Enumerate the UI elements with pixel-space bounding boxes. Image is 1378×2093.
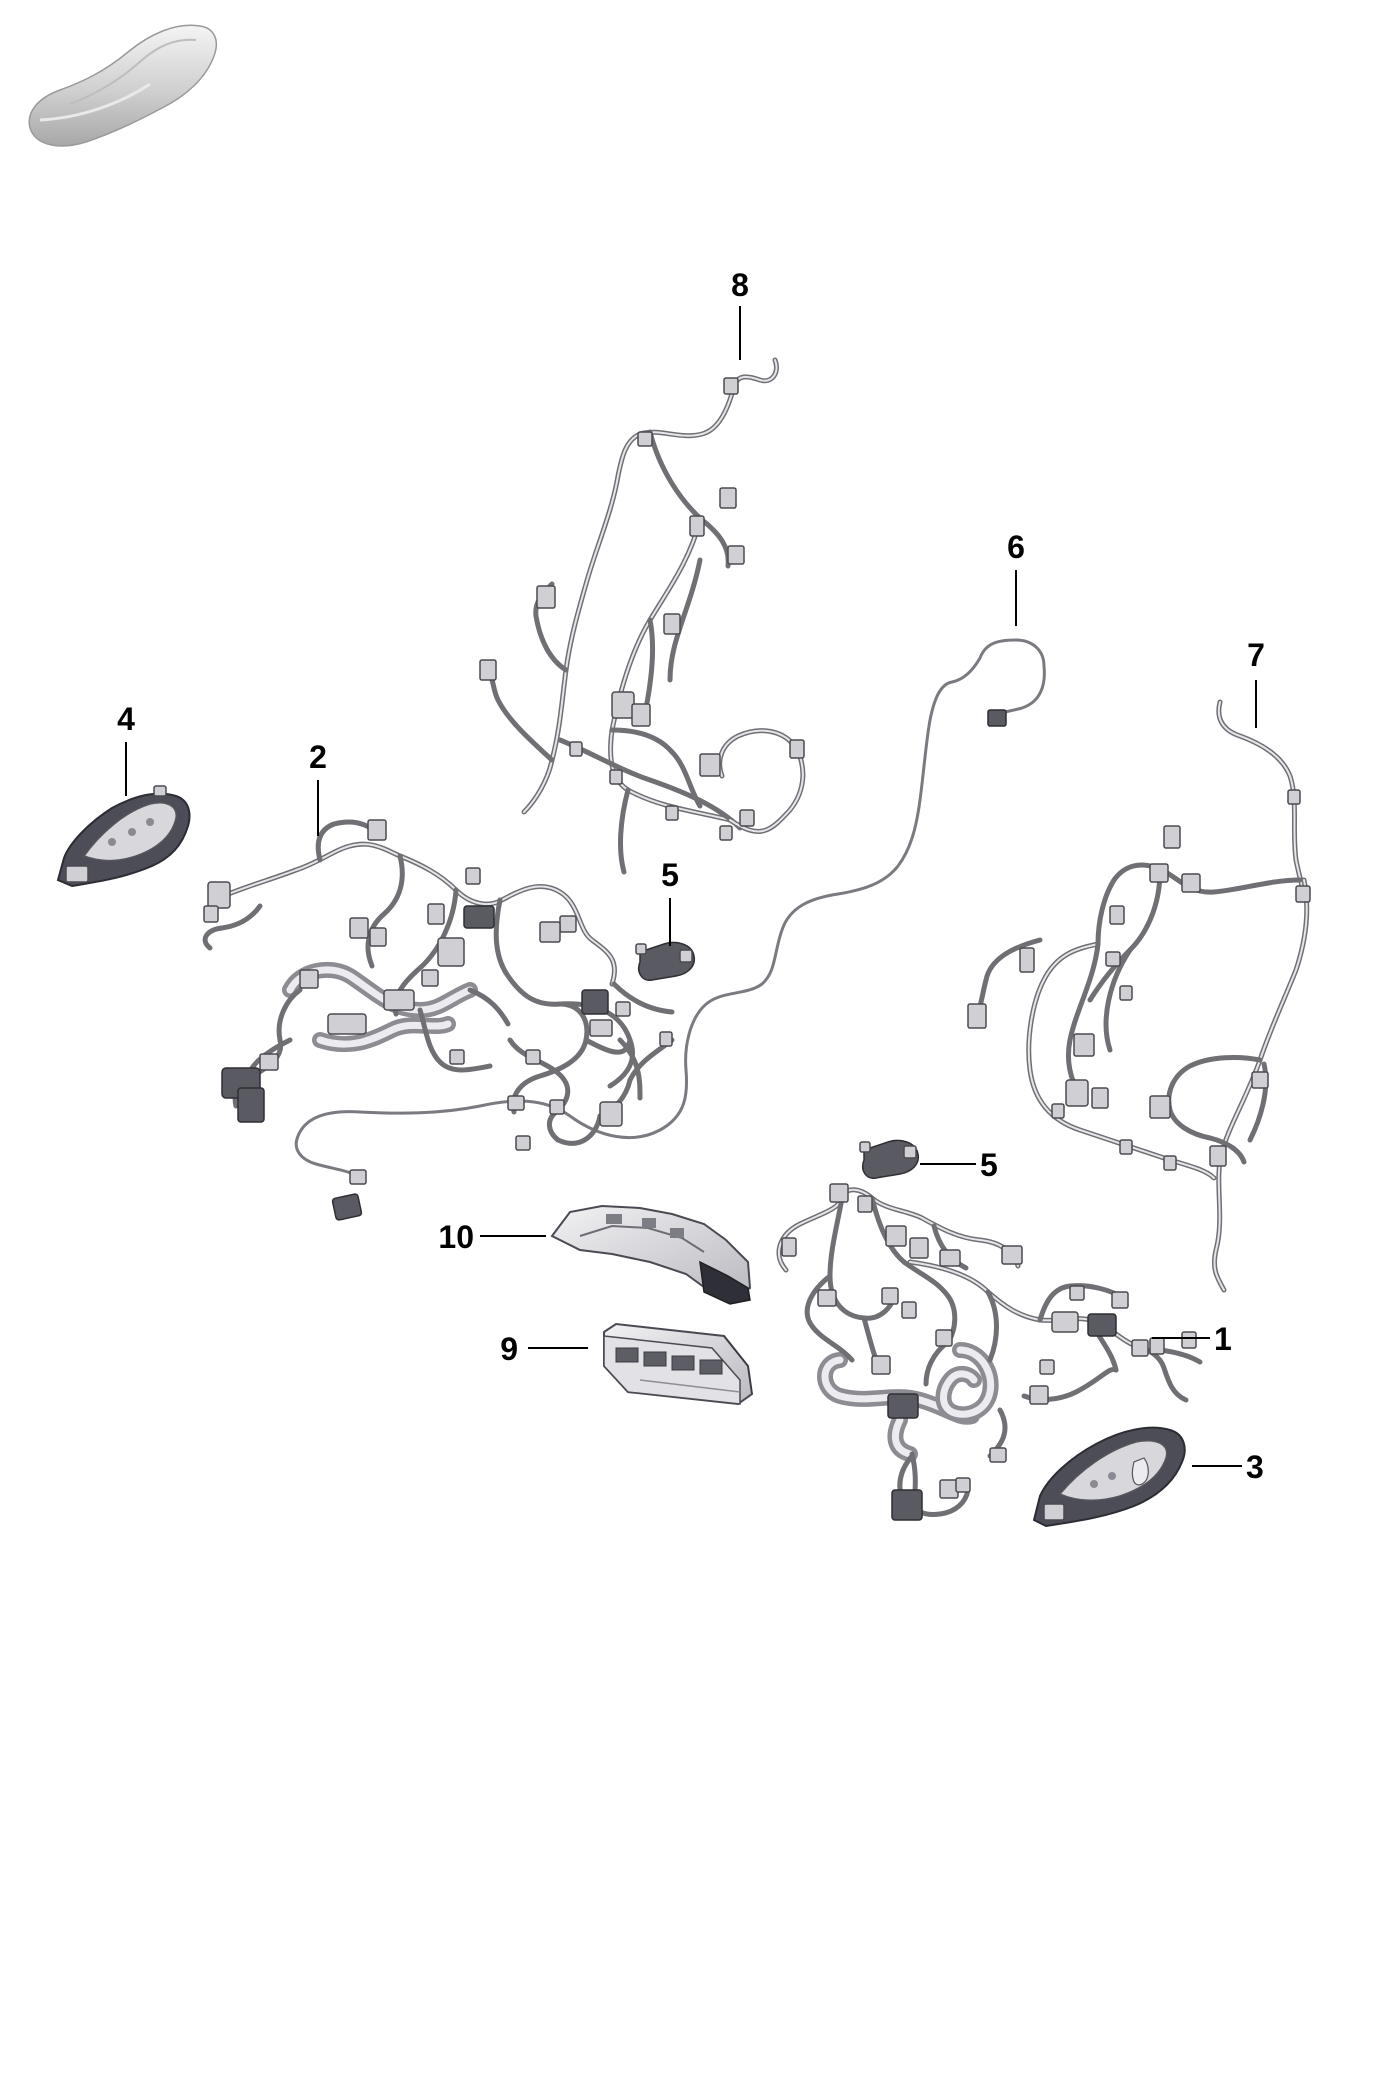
part-4-seat-switch-panel bbox=[56, 785, 191, 888]
callout-5-right: 5 bbox=[980, 1147, 998, 1183]
part-9-control-unit bbox=[603, 1322, 754, 1406]
callout-labels: 1 2 3 4 5 5 6 7 8 9 10 bbox=[117, 267, 1265, 1485]
leader-lines bbox=[125, 306, 1257, 1467]
callout-7: 7 bbox=[1247, 637, 1265, 673]
callout-1: 1 bbox=[1214, 1321, 1232, 1357]
callout-4: 4 bbox=[117, 701, 135, 737]
part-5-sensor-module-left bbox=[635, 941, 696, 981]
callout-10: 10 bbox=[438, 1219, 474, 1255]
part-5-sensor-module-right bbox=[859, 1139, 920, 1179]
callout-3: 3 bbox=[1246, 1449, 1264, 1485]
part-10-bracket bbox=[550, 1204, 752, 1305]
part-2-seat-harness bbox=[202, 819, 675, 1151]
callout-5-left: 5 bbox=[661, 857, 679, 893]
vehicle-thumbnail-icon bbox=[28, 24, 218, 147]
callout-9: 9 bbox=[500, 1331, 518, 1367]
callout-2: 2 bbox=[309, 739, 327, 775]
part-7-backrest-harness bbox=[967, 699, 1311, 1293]
part-8-backrest-harness bbox=[479, 357, 806, 875]
part-3-seat-switch-panel bbox=[1032, 1426, 1186, 1528]
part-6-long-cable bbox=[294, 638, 1046, 1221]
callout-8: 8 bbox=[731, 267, 749, 303]
part-1-seat-harness bbox=[776, 1183, 1203, 1521]
callout-6: 6 bbox=[1007, 529, 1025, 565]
